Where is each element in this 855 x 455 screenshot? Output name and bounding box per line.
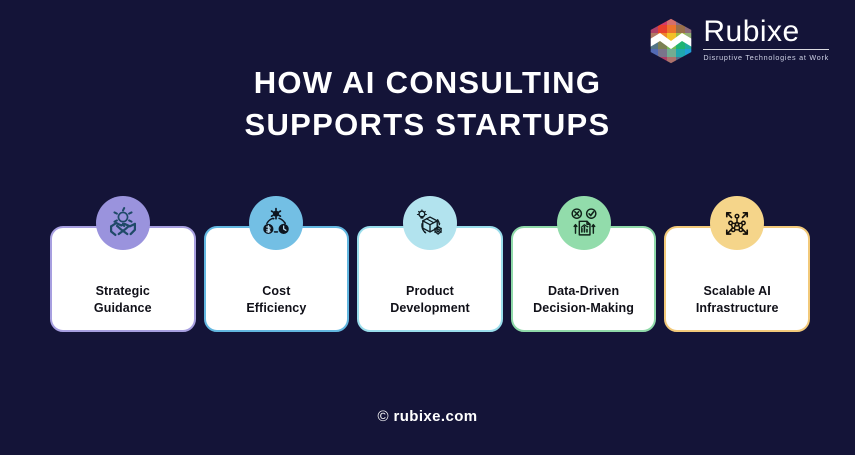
benefit-card-body[interactable]: Data-Driven Decision-Making xyxy=(510,226,657,332)
benefit-card-label: Product Development xyxy=(386,283,474,317)
benefit-card-row: Strategic Guidance xyxy=(50,196,810,332)
benefit-card-cost-efficiency[interactable]: Cost Efficiency xyxy=(203,196,350,332)
benefit-card-label-line-2: Decision-Making xyxy=(533,301,634,315)
benefit-card-scalable-ai-infrastructure[interactable]: Scalable AI Infrastructure xyxy=(664,196,810,332)
brand-logo: Rubixe Disruptive Technologies at Work xyxy=(648,16,829,65)
page-title-line-2: SUPPORTS STARTUPS xyxy=(244,107,611,142)
benefit-icon-badge xyxy=(249,196,304,250)
brand-underline xyxy=(703,49,829,50)
benefit-card-label-line-1: Product xyxy=(406,284,454,298)
benefit-card-label: Cost Efficiency xyxy=(242,283,310,317)
benefit-card-label-line-2: Infrastructure xyxy=(695,301,779,315)
benefit-icon-badge xyxy=(95,196,150,250)
cost-cycle-icon xyxy=(263,207,290,235)
footer-site-label[interactable]: rubixe.com xyxy=(393,408,478,425)
benefit-card-label: Strategic Guidance xyxy=(90,283,156,317)
footer-website[interactable]: © rubixe.com xyxy=(0,408,855,425)
page-title: HOW AI CONSULTING SUPPORTS STARTUPS xyxy=(0,62,855,146)
benefit-icon-badge xyxy=(556,196,611,250)
benefit-card-label-line-1: Scalable AI xyxy=(703,284,771,298)
brand-wordmark: Rubixe Disruptive Technologies at Work xyxy=(703,16,829,62)
brand-tagline: Disruptive Technologies at Work xyxy=(703,53,829,62)
benefit-card-product-development[interactable]: Product Development xyxy=(357,196,503,332)
handshake-gear-icon xyxy=(109,207,136,237)
benefit-card-body[interactable]: Product Development xyxy=(357,226,503,332)
benefit-card-label-line-2: Efficiency xyxy=(246,301,307,315)
product-box-gear-icon xyxy=(416,209,442,235)
benefit-card-label-line-1: Cost xyxy=(262,284,291,298)
benefit-card-label: Data-Driven Decision-Making xyxy=(529,283,638,317)
benefit-card-label-line-2: Development xyxy=(390,301,470,315)
page-title-line-1: HOW AI CONSULTING xyxy=(253,65,602,100)
benefit-card-label-line-2: Guidance xyxy=(93,301,152,315)
benefit-card-label-line-1: Data-Driven xyxy=(547,284,620,298)
brand-name: Rubixe xyxy=(703,15,800,48)
benefit-card-strategic-guidance[interactable]: Strategic Guidance xyxy=(50,196,196,332)
benefit-icon-badge xyxy=(402,196,457,250)
benefit-icon-badge xyxy=(710,196,765,250)
rubixe-hexagon-logo-icon xyxy=(649,17,694,65)
network-scale-icon xyxy=(726,211,749,235)
benefit-card-data-driven-decision-making[interactable]: Data-Driven Decision-Making xyxy=(510,196,657,332)
data-chart-check-icon xyxy=(571,208,597,236)
copyright-icon: © xyxy=(377,408,389,425)
benefit-card-label: Scalable AI Infrastructure xyxy=(692,283,783,317)
benefit-card-label-line-1: Strategic xyxy=(95,284,150,298)
